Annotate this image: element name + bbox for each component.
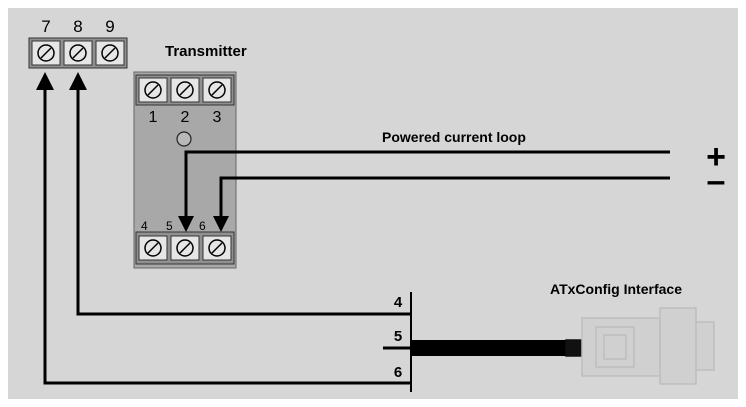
arrow-down-icon	[213, 216, 229, 232]
module-number-2: 2	[181, 109, 190, 126]
screw-icon	[101, 44, 119, 62]
current-loop-label: Powered current loop	[382, 129, 526, 145]
led-indicator	[176, 131, 192, 147]
arrow-down-icon	[178, 216, 194, 232]
arrow-up-icon	[36, 72, 54, 90]
terminal-number-7: 7	[41, 17, 50, 36]
terminal-number-9: 9	[105, 17, 114, 36]
connector-icon	[565, 307, 715, 385]
screw-icon	[37, 44, 55, 62]
screw-icon	[208, 81, 226, 99]
cable-wire-number-4: 4	[394, 294, 403, 311]
cable-wire-number-5: 5	[394, 328, 402, 345]
transmitter-label: Transmitter	[165, 43, 247, 60]
screw-icon	[176, 239, 194, 257]
module-number-5: 5	[166, 219, 173, 233]
top-terminal-block	[28, 37, 128, 69]
interface-wires	[43, 86, 410, 385]
module-number-3: 3	[213, 109, 222, 126]
module-number-1: 1	[149, 109, 158, 126]
screw-icon	[144, 239, 162, 257]
current-loop-wires	[184, 150, 670, 219]
screw-icon	[144, 81, 162, 99]
arrow-up-icon	[69, 72, 87, 90]
cable-wire-number-6: 6	[394, 364, 402, 381]
interface-label: ATxConfig Interface	[550, 281, 682, 297]
module-number-4: 4	[141, 219, 148, 233]
minus-sign: –	[707, 162, 726, 200]
screw-icon	[69, 44, 87, 62]
screw-icon	[176, 81, 194, 99]
screw-icon	[208, 239, 226, 257]
interface-cable	[411, 340, 583, 356]
plus-sign: +	[706, 138, 726, 176]
terminal-number-8: 8	[73, 17, 82, 36]
module-number-6: 6	[199, 219, 206, 233]
